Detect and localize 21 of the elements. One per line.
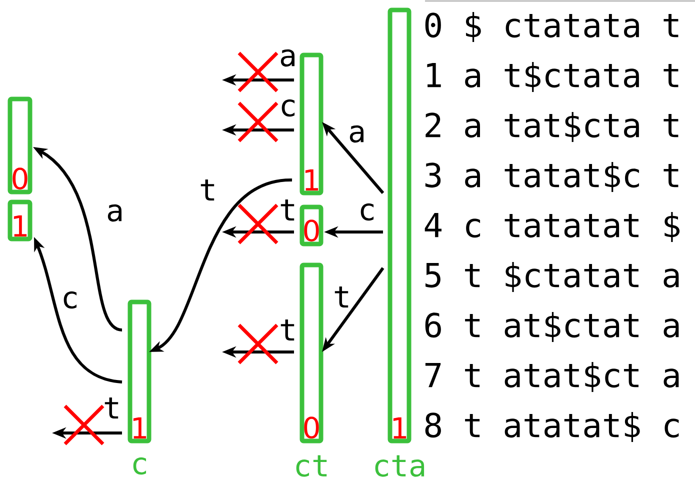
column-label: cta	[375, 455, 424, 477]
edge-label: t	[334, 286, 348, 308]
edge-label: c	[64, 291, 77, 309]
column-label: c	[133, 457, 146, 475]
edge-label: t	[104, 397, 118, 419]
bar-box: 1	[8, 200, 32, 242]
bar-box: 0	[300, 204, 324, 246]
edge-label: a	[108, 204, 122, 222]
edge-label: a	[280, 49, 294, 67]
edge-label: c	[282, 99, 295, 117]
edge-label: t	[200, 179, 214, 201]
edge-label: t	[280, 199, 294, 221]
bar-box: 1	[388, 8, 412, 444]
bar-box: 1	[300, 52, 324, 196]
bar-box: 1	[128, 300, 152, 444]
bar-box: 0	[8, 96, 32, 194]
bar-box: 0	[300, 262, 324, 444]
edge-label: t	[280, 319, 294, 341]
column-label: ct	[296, 455, 327, 477]
edge-label: c	[360, 203, 374, 221]
edge-label: a	[350, 125, 364, 143]
